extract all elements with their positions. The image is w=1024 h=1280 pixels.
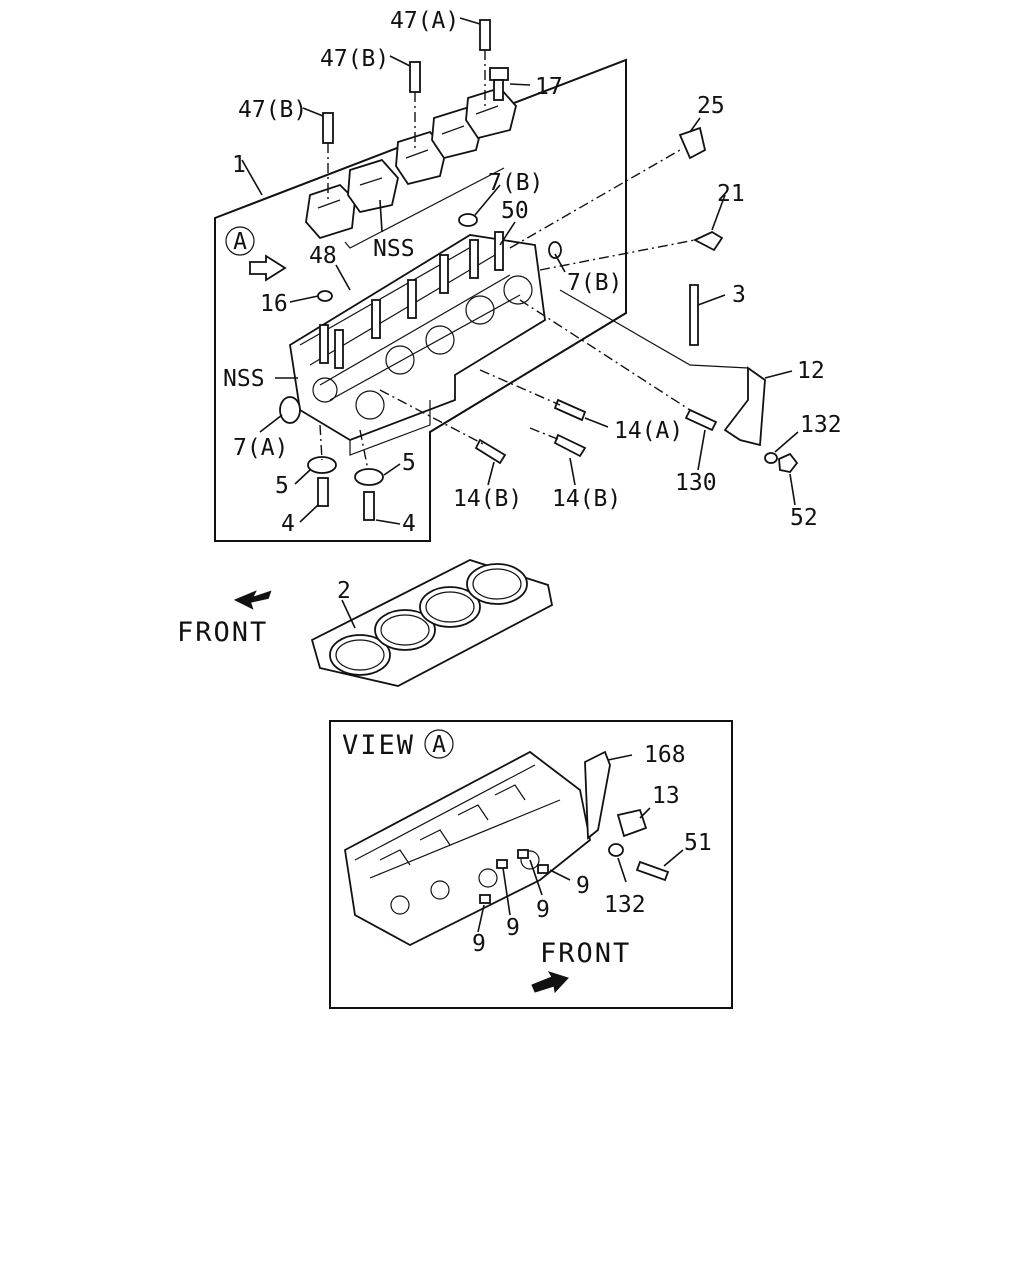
- label-52: 52: [790, 505, 818, 531]
- label-9-a: 9: [576, 873, 590, 899]
- label-4-left: 4: [281, 511, 295, 537]
- assembly-lines: [319, 149, 749, 471]
- part-labels: 47(A) 47(B) 47(B) 17 25 1 7(B) 50 21 NSS…: [223, 8, 842, 537]
- label-9-d: 9: [472, 931, 486, 957]
- label-14b-left: 14(B): [453, 486, 522, 512]
- label-7b-right: 7(B): [567, 270, 622, 296]
- label-21: 21: [717, 181, 745, 207]
- label-17: 17: [535, 74, 563, 100]
- label-9-c: 9: [506, 915, 520, 941]
- front-label-top: FRONT: [177, 617, 268, 648]
- label-132: 132: [800, 412, 842, 438]
- label-51: 51: [684, 830, 712, 856]
- label-5-left: 5: [275, 473, 289, 499]
- front-label-view: FRONT: [540, 938, 631, 969]
- label-13: 13: [652, 783, 680, 809]
- label-1: 1: [232, 152, 246, 178]
- label-130: 130: [675, 470, 717, 496]
- cylinder-head-body: [289, 231, 546, 456]
- small-parts: [249, 126, 799, 521]
- label-nss-upper: NSS: [373, 236, 415, 262]
- label-168: 168: [644, 742, 686, 768]
- label-132-view: 132: [604, 892, 646, 918]
- camshaft-bearing-caps: [305, 86, 517, 249]
- marker-a-label: A: [233, 229, 247, 255]
- label-4-right: 4: [402, 511, 416, 537]
- cylinder-head-group-frame: [214, 58, 627, 542]
- label-48: 48: [309, 243, 337, 269]
- label-47b-left: 47(B): [238, 97, 307, 123]
- label-7b-upper: 7(B): [488, 170, 543, 196]
- label-7a: 7(A): [233, 435, 288, 461]
- view-a-frame: [329, 720, 733, 1009]
- label-3: 3: [732, 282, 746, 308]
- front-arrow-view: FRONT: [531, 938, 631, 994]
- stud-bolts: [322, 19, 509, 200]
- label-nss-left: NSS: [223, 366, 265, 392]
- label-47b-top: 47(B): [320, 46, 389, 72]
- view-a-head: [344, 750, 670, 947]
- view-title-marker: [424, 729, 454, 759]
- front-arrow-top: FRONT: [177, 590, 272, 648]
- label-2: 2: [337, 578, 351, 604]
- label-14a: 14(A): [614, 418, 683, 444]
- label-12: 12: [797, 358, 825, 384]
- view-a-labels: 168 13 51 9 9 9 9 132: [472, 742, 712, 957]
- label-16: 16: [260, 291, 288, 317]
- label-25: 25: [697, 93, 725, 119]
- view-a-marker: [225, 226, 255, 256]
- label-14b-right: 14(B): [552, 486, 621, 512]
- view-marker-label: A: [432, 732, 446, 758]
- view-a-leaders: [477, 754, 684, 933]
- head-gasket: 2: [310, 559, 554, 687]
- label-5-right: 5: [402, 450, 416, 476]
- view-title: VIEW: [342, 730, 415, 761]
- label-9-b: 9: [536, 897, 550, 923]
- label-50: 50: [501, 198, 529, 224]
- label-47a: 47(A): [390, 8, 459, 34]
- leader-lines: [241, 17, 799, 525]
